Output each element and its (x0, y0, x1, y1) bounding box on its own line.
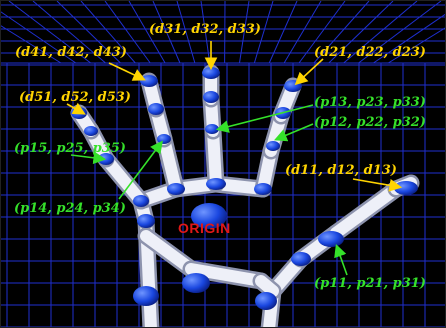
middle-joint (205, 124, 219, 134)
little-joint (84, 126, 98, 136)
proximal-arrow-p3 (215, 104, 314, 133)
ring-joint (157, 134, 171, 144)
thumb-joint (318, 231, 344, 247)
thumb-joint (291, 252, 311, 266)
bone (100, 153, 147, 207)
palm-joint (137, 214, 155, 228)
label-arrows (66, 41, 403, 276)
wrist-joint (255, 292, 277, 310)
bone (185, 263, 267, 287)
middle-joint (203, 91, 219, 103)
index-joint (266, 141, 280, 151)
wrist-joint (182, 273, 210, 293)
bone (140, 230, 197, 275)
bone (330, 183, 402, 239)
bone (207, 125, 222, 190)
thumb-tip-joint (394, 181, 418, 195)
little-tip-joint (71, 107, 87, 119)
distal-arrow-d5 (66, 102, 86, 115)
distal-label-d4: (d41, d42, d43) (15, 45, 127, 60)
distal-label-d2: (d21, d22, d23) (314, 45, 426, 60)
proximal-label-p2: (p12, p22, p32) (314, 115, 426, 130)
distal-label-d5: (d51, d52, d53) (19, 90, 131, 105)
distal-arrow-d1 (352, 178, 403, 192)
distal-label-d3: (d31, d32, d33) (149, 22, 261, 37)
origin-label: ORIGIN (178, 220, 231, 236)
proximal-arrow-p1 (334, 243, 348, 276)
distal-arrow-d2 (294, 58, 324, 86)
palm-joint (133, 195, 149, 207)
proximal-arrow-p5 (70, 151, 107, 165)
bone (158, 133, 182, 195)
origin-joint (191, 203, 227, 229)
ring-joint (148, 103, 164, 115)
bone (255, 275, 279, 297)
proximal-label-p3: (p13, p23, p33) (314, 95, 426, 110)
proximal-label-p5: (p15, p25, p35) (14, 141, 126, 156)
palm-joint (254, 183, 272, 195)
proximal-label-p1: (p11, p21, p31) (314, 276, 426, 291)
ring-tip-joint (140, 75, 158, 87)
distal-arrow-d4 (108, 62, 146, 81)
proximal-arrow-p2 (274, 123, 314, 142)
distal-label-d1: (d11, d12, d13) (285, 163, 397, 178)
middle-tip-joint (202, 67, 220, 79)
proximal-arrow-p4 (118, 140, 163, 200)
palm-joint (206, 178, 226, 190)
proximal-label-p4: (p14, p24, p34) (14, 201, 126, 216)
palm-joint (167, 183, 185, 195)
grid-line (268, 1, 298, 64)
wrist-joint (133, 286, 159, 306)
